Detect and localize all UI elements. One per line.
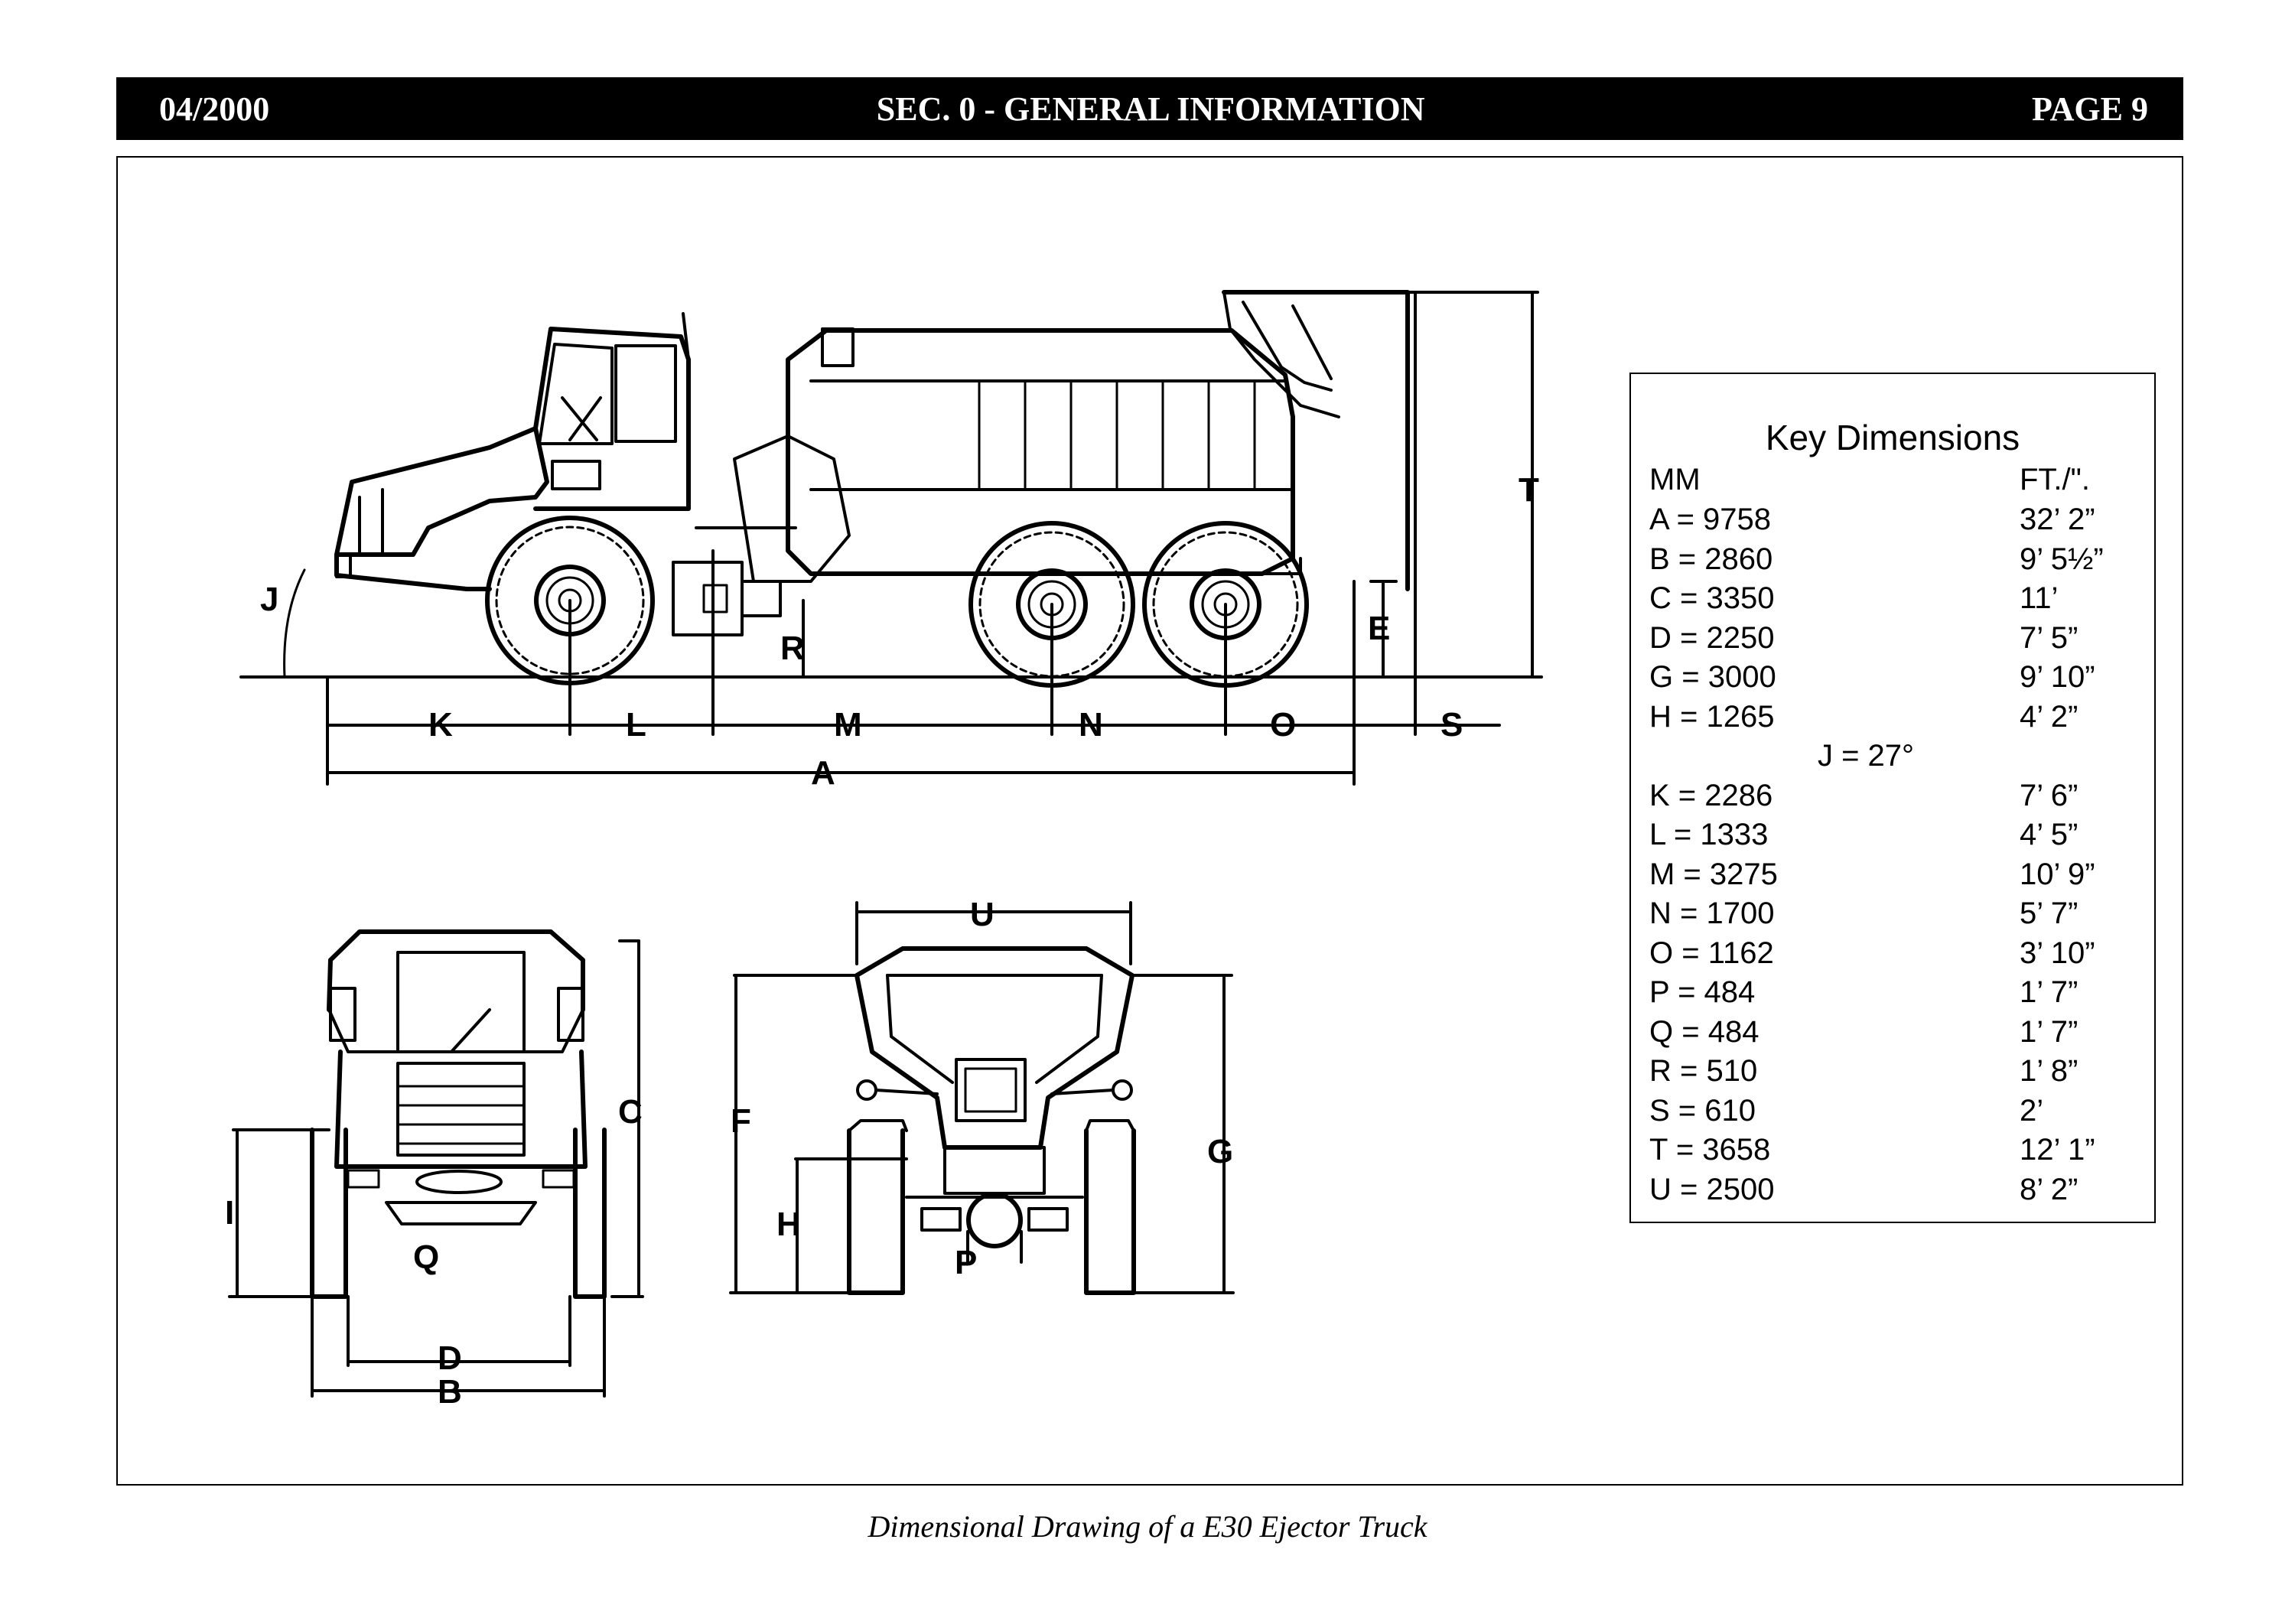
row-ft-value: 9’ 10” xyxy=(2020,660,2095,694)
rear-view xyxy=(729,901,1235,1295)
row-mm-value: P = 484 xyxy=(1649,975,1756,1009)
column-header-ft: FT./". xyxy=(2020,463,2090,496)
row-ft-value: 32’ 2” xyxy=(2020,503,2095,536)
label-f: F xyxy=(731,1102,751,1140)
label-c: C xyxy=(618,1093,643,1131)
row-ft-value: 3’ 10” xyxy=(2020,936,2095,970)
table-row: T = 3658 12’ 1” xyxy=(1631,1133,2154,1173)
label-s: S xyxy=(1440,706,1463,744)
table-row: H = 1265 4’ 2” xyxy=(1631,700,2154,740)
row-mm-value: N = 1700 xyxy=(1649,897,1775,930)
row-ft-value: 11’ xyxy=(2020,581,2059,615)
row-ft-value: 8’ 2” xyxy=(2020,1172,2079,1206)
table-row: D = 2250 7’ 5” xyxy=(1631,621,2154,661)
label-i: I xyxy=(225,1194,234,1232)
row-mm-value: G = 3000 xyxy=(1649,660,1776,694)
table-row: K = 2286 7’ 6” xyxy=(1631,779,2154,819)
table-row: Q = 484 1’ 7” xyxy=(1631,1015,2154,1055)
label-p: P xyxy=(955,1244,977,1281)
figure-caption: Dimensional Drawing of a E30 Ejector Tru… xyxy=(868,1509,1427,1544)
table-row: J = 27° xyxy=(1631,739,2154,779)
row-mm-value: B = 2860 xyxy=(1649,542,1773,576)
table-row: O = 1162 3’ 10” xyxy=(1631,936,2154,976)
label-u: U xyxy=(970,896,994,933)
table-row: U = 2500 8’ 2” xyxy=(1631,1173,2154,1212)
table-row: C = 3350 11’ xyxy=(1631,581,2154,621)
label-d: D xyxy=(438,1339,462,1377)
row-mm-value: A = 9758 xyxy=(1649,503,1772,536)
row-ft-value: 12’ 1” xyxy=(2020,1133,2095,1167)
label-e: E xyxy=(1368,610,1390,647)
label-j: J xyxy=(260,581,278,618)
table-row: A = 9758 32’ 2” xyxy=(1631,503,2154,542)
table-row: L = 1333 4’ 5” xyxy=(1631,818,2154,858)
row-mm-value: M = 3275 xyxy=(1649,857,1778,891)
row-mm-value: O = 1162 xyxy=(1649,936,1774,970)
label-h: H xyxy=(776,1206,801,1243)
row-ft-value: 2’ xyxy=(2020,1093,2044,1128)
front-view xyxy=(228,929,644,1398)
label-m: M xyxy=(834,706,862,744)
row-mm-value: S = 610 xyxy=(1649,1093,1756,1128)
row-mm-value: R = 510 xyxy=(1649,1054,1758,1088)
row-mm-value: H = 1265 xyxy=(1649,699,1775,734)
row-mm-value: Q = 484 xyxy=(1649,1014,1760,1049)
page-header: 04/2000 SEC. 0 - GENERAL INFORMATION PAG… xyxy=(116,77,2183,140)
header-date: 04/2000 xyxy=(159,89,270,128)
row-mm-value: U = 2500 xyxy=(1649,1172,1775,1206)
figure-frame xyxy=(116,156,2183,1486)
key-dimensions-title: Key Dimensions xyxy=(1765,418,2020,457)
row-ft-value: 9’ 5½” xyxy=(2020,542,2104,576)
label-o: O xyxy=(1270,706,1296,744)
row-ft-value: 7’ 6” xyxy=(2020,778,2079,812)
row-mm-value: T = 3658 xyxy=(1649,1133,1771,1167)
header-page: PAGE 9 xyxy=(2032,89,2148,128)
label-r: R xyxy=(780,630,805,667)
table-row: R = 510 1’ 8” xyxy=(1631,1054,2154,1094)
row-ft-value: 1’ 7” xyxy=(2020,1014,2079,1049)
table-row: S = 610 2’ xyxy=(1631,1094,2154,1134)
label-t: T xyxy=(1519,471,1539,509)
row-mm-value: D = 2250 xyxy=(1649,620,1775,655)
label-b: B xyxy=(438,1373,462,1411)
label-g: G xyxy=(1207,1133,1233,1170)
table-row: M = 3275 10’ 9” xyxy=(1631,858,2154,897)
table-row: N = 1700 5’ 7” xyxy=(1631,897,2154,936)
label-n: N xyxy=(1079,706,1103,744)
key-dimensions-table: Key Dimensions MM FT./". A = 9758 32’ 2” B… xyxy=(1629,373,2156,1223)
row-ft-value: 10’ 9” xyxy=(2020,857,2095,891)
row-ft-value: 1’ 7” xyxy=(2020,975,2079,1009)
label-l: L xyxy=(626,706,646,744)
side-view xyxy=(239,290,1543,786)
row-mm-value: L = 1333 xyxy=(1649,818,1769,851)
row-ft-value: 5’ 7” xyxy=(2020,897,2079,930)
row-ft-value: 7’ 5” xyxy=(2020,620,2079,655)
table-row: G = 3000 9’ 10” xyxy=(1631,660,2154,700)
header-section: SEC. 0 - GENERAL INFORMATION xyxy=(876,89,1425,128)
row-mm-value: C = 3350 xyxy=(1649,581,1775,615)
column-header-mm: MM xyxy=(1649,463,1701,496)
label-k: K xyxy=(428,706,453,744)
row-ft-value: 1’ 8” xyxy=(2020,1054,2079,1088)
table-row: P = 484 1’ 7” xyxy=(1631,975,2154,1015)
table-row: B = 2860 9’ 5½” xyxy=(1631,542,2154,582)
label-a: A xyxy=(811,754,835,792)
row-ft-value: 4’ 5” xyxy=(2020,818,2079,851)
row-ft-value: 4’ 2” xyxy=(2020,699,2079,734)
row-center-value: J = 27° xyxy=(1817,739,1915,773)
row-mm-value: K = 2286 xyxy=(1649,778,1773,812)
label-q: Q xyxy=(413,1238,439,1276)
